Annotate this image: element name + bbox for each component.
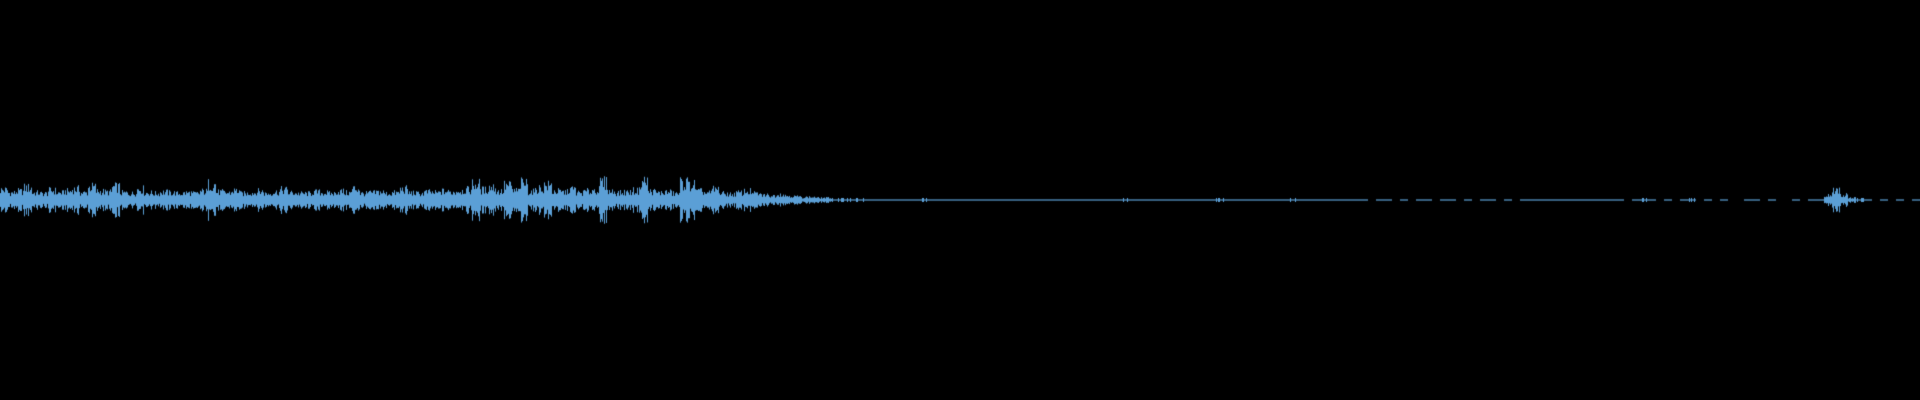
waveform-canvas bbox=[0, 0, 1920, 400]
waveform-viewer bbox=[0, 0, 1920, 400]
